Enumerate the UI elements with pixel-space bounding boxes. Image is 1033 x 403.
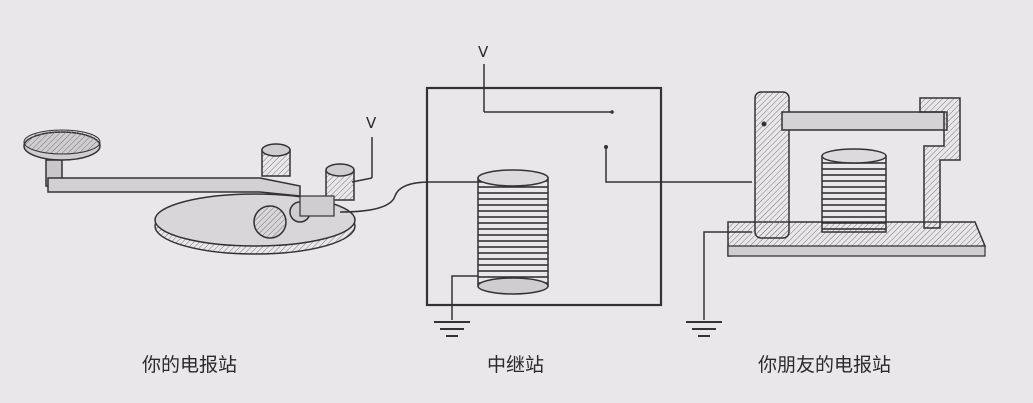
wire-relay-to-friend	[605, 147, 752, 183]
relay-box	[425, 86, 663, 307]
ground-symbol-relay	[434, 321, 470, 337]
key-knob	[23, 129, 101, 187]
caption-your-station: 你的电报站	[142, 354, 238, 376]
relay-coil	[477, 169, 549, 295]
voltage-label-relay: V	[478, 43, 489, 61]
key-terminals	[253, 143, 355, 239]
telegraph-sounder	[727, 91, 987, 257]
ground-symbol-friend	[686, 321, 722, 337]
voltage-label-key: V	[366, 114, 377, 132]
caption-relay-station: 中继站	[487, 354, 545, 376]
caption-friend-station: 你朋友的电报站	[758, 354, 892, 376]
wire-key-to-relay	[339, 181, 484, 213]
telegraph-key	[23, 129, 356, 255]
